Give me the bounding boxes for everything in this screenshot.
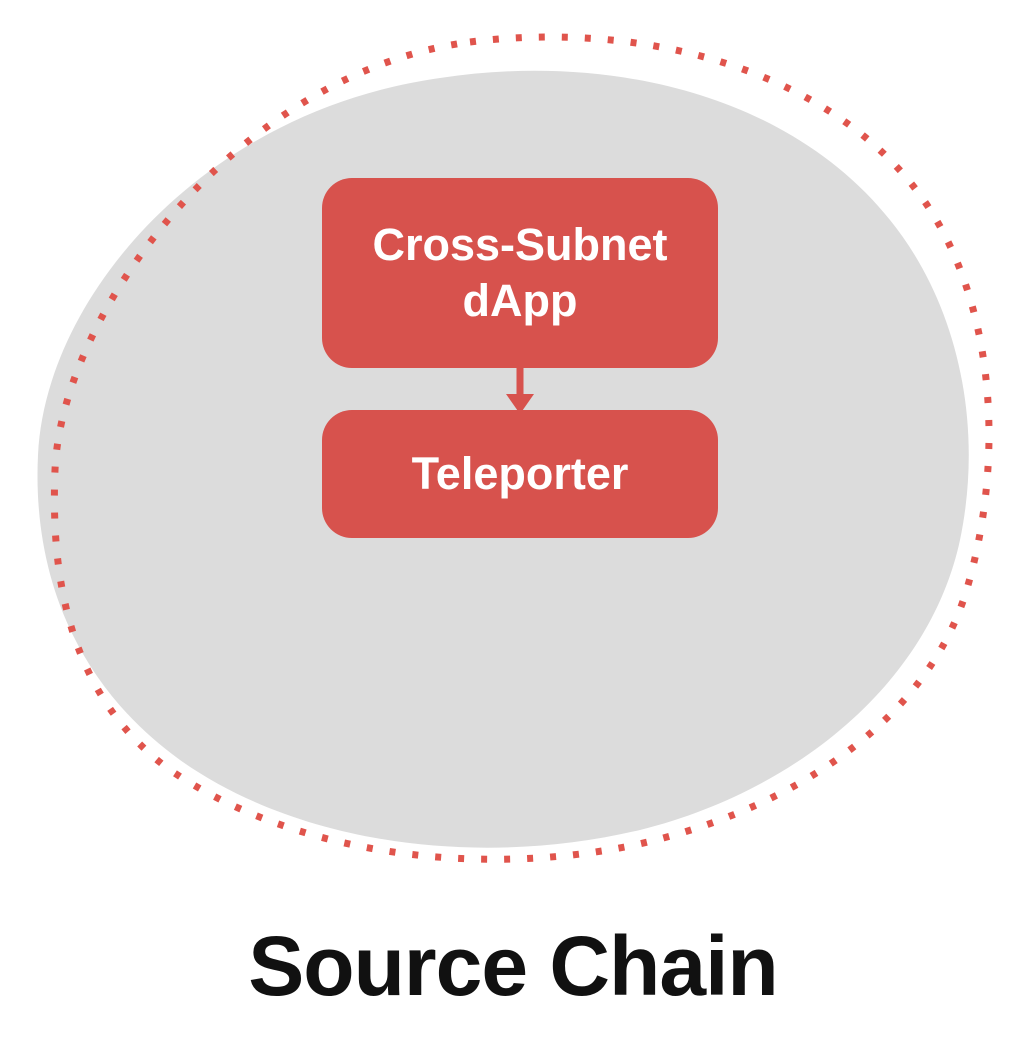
node-teleporter-label: Teleporter <box>411 447 629 499</box>
connector-arrow-icon <box>506 368 534 414</box>
connector-arrow-head <box>506 394 534 414</box>
subnet-dotted-outline <box>50 33 993 863</box>
node-cross-subnet-dapp: Cross-Subnet dApp <box>322 178 718 368</box>
node-teleporter: Teleporter <box>322 410 718 538</box>
node-cross-subnet-dapp-label: Cross-Subnet dApp <box>372 218 668 326</box>
diagram-title: Source Chain <box>248 919 778 1013</box>
